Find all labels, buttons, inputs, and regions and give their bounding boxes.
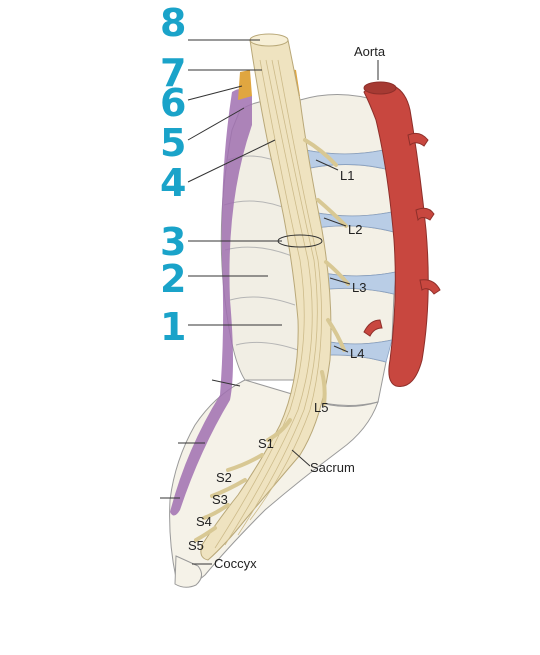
- callout-number-1: 1: [160, 305, 186, 349]
- nerve-root-s3: [210, 478, 247, 498]
- nerve-root-s4: [202, 503, 230, 520]
- label-s4: S4: [196, 514, 212, 529]
- label-l5: L5: [314, 400, 328, 415]
- leader-6: [187, 85, 243, 101]
- coccyx-bone: [174, 555, 202, 588]
- nerve-root-s1: [266, 418, 292, 442]
- cauda-equina-fibers: [214, 59, 322, 549]
- label-aorta: Aorta: [354, 44, 386, 59]
- callout-number-3: 3: [160, 220, 186, 264]
- callout-number-5: 5: [160, 121, 186, 165]
- nerve-root-s5: [194, 526, 217, 542]
- callout-number-6: 6: [160, 81, 186, 125]
- label-s3: S3: [212, 492, 228, 507]
- aorta-branches: [363, 132, 441, 337]
- label-sacrum: Sacrum: [310, 460, 355, 475]
- nerve-root-l5: [320, 370, 327, 406]
- nerve-root-l2: [316, 198, 348, 228]
- label-l2: L2: [348, 222, 362, 237]
- anatomy-labels: Aorta L1 L2 L3 L4 L5 S1 S2 S3 S4 S5 Sacr…: [188, 44, 386, 571]
- label-s1: S1: [258, 436, 274, 451]
- label-s2: S2: [216, 470, 232, 485]
- label-s5: S5: [188, 538, 204, 553]
- label-l3: L3: [352, 280, 366, 295]
- label-l1: L1: [340, 168, 354, 183]
- nerve-root-s2: [226, 453, 264, 472]
- nerve-root-l1: [303, 138, 338, 167]
- label-l4: L4: [350, 346, 364, 361]
- nerve-roots: [194, 138, 350, 542]
- numbered-callouts: 8 7 6 5 4 3 2 1: [160, 1, 186, 349]
- disc-l3-l4: [317, 271, 397, 295]
- callout-leader-lines: [187, 39, 282, 326]
- leader-4: [187, 139, 276, 183]
- callout-number-4: 4: [160, 161, 186, 205]
- dura-mater: [170, 88, 252, 516]
- callout-number-7: 7: [160, 51, 186, 95]
- nerve-root-l3: [324, 260, 350, 286]
- callout-number-8: 8: [160, 1, 186, 45]
- leader-5: [187, 107, 245, 141]
- label-leader-lines: [160, 60, 379, 565]
- aorta-top-cut: [363, 81, 397, 95]
- aorta-vessel: [363, 82, 429, 387]
- callout-number-2: 2: [160, 257, 186, 301]
- label-coccyx: Coccyx: [214, 556, 257, 571]
- nerve-root-l4: [326, 318, 346, 352]
